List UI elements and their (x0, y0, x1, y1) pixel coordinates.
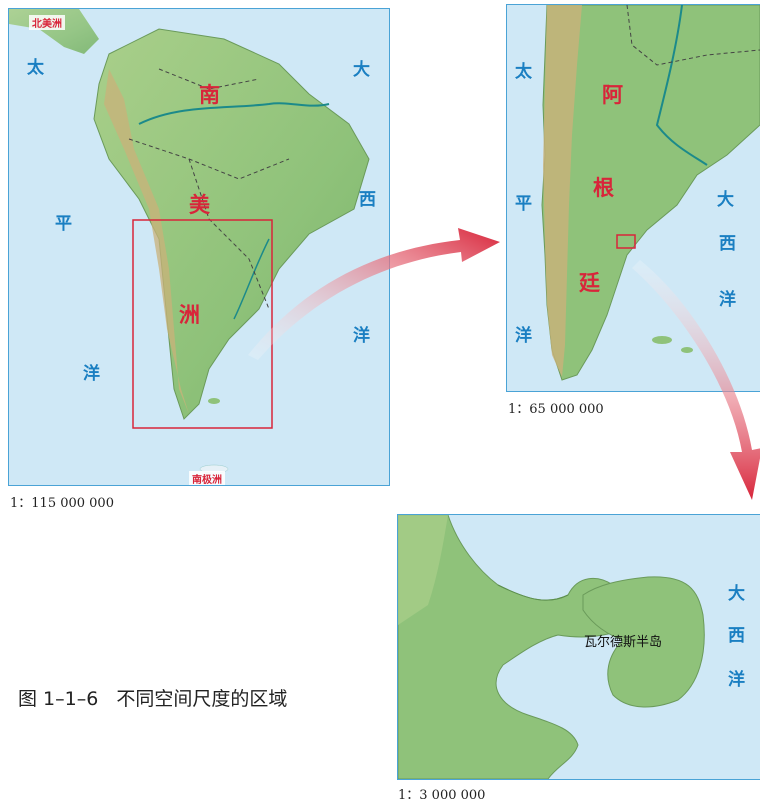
argentina-char-3: 廷 (579, 271, 600, 295)
south-america-map: 北美洲 南极洲 南 美 洲 太 平 洋 大 西 洋 (8, 8, 390, 486)
map1-scale: 1：115 000 000 (10, 496, 114, 511)
atlantic2-char-2: 西 (719, 234, 736, 254)
pacific-char-3: 洋 (83, 364, 100, 384)
atlantic-char-3: 洋 (353, 326, 370, 346)
pacific-char-1: 太 (27, 58, 44, 78)
atlantic3-char-2: 西 (728, 626, 745, 646)
map3-scale: 1：3 000 000 (398, 788, 486, 803)
atlantic2-char-3: 洋 (719, 290, 736, 310)
pacific2-char-1: 太 (515, 62, 532, 82)
atlantic3-char-3: 洋 (728, 670, 745, 690)
argentina-char-1: 阿 (602, 83, 623, 107)
atlantic3-char-1: 大 (728, 584, 745, 604)
valdes-peninsula-label: 瓦尔德斯半岛 (584, 635, 663, 650)
south-america-char-1: 南 (199, 83, 220, 107)
atlantic2-char-1: 大 (717, 190, 734, 210)
valdes-peninsula-map: 瓦尔德斯半岛 大 西 洋 (397, 514, 760, 780)
pacific2-char-3: 洋 (515, 326, 532, 346)
argentina-map: 阿 根 廷 太 平 洋 大 西 洋 (506, 4, 760, 392)
south-america-char-3: 洲 (179, 303, 200, 327)
argentina-char-2: 根 (593, 176, 614, 200)
pacific2-char-2: 平 (515, 194, 532, 214)
south-america-char-2: 美 (189, 193, 210, 217)
atlantic-char-1: 大 (353, 60, 370, 80)
argentina-land (541, 5, 760, 381)
figure-caption: 图 1–1–6 不同空间尺度的区域 (18, 688, 288, 710)
pacific-char-2: 平 (55, 214, 72, 234)
valdes-highlight-box (616, 234, 636, 249)
map2-scale: 1：65 000 000 (508, 402, 604, 417)
antarctica-label: 南极洲 (189, 471, 225, 485)
atlantic-char-2: 西 (359, 190, 376, 210)
valdes-land (398, 515, 705, 779)
north-america-label: 北美洲 (29, 15, 65, 30)
